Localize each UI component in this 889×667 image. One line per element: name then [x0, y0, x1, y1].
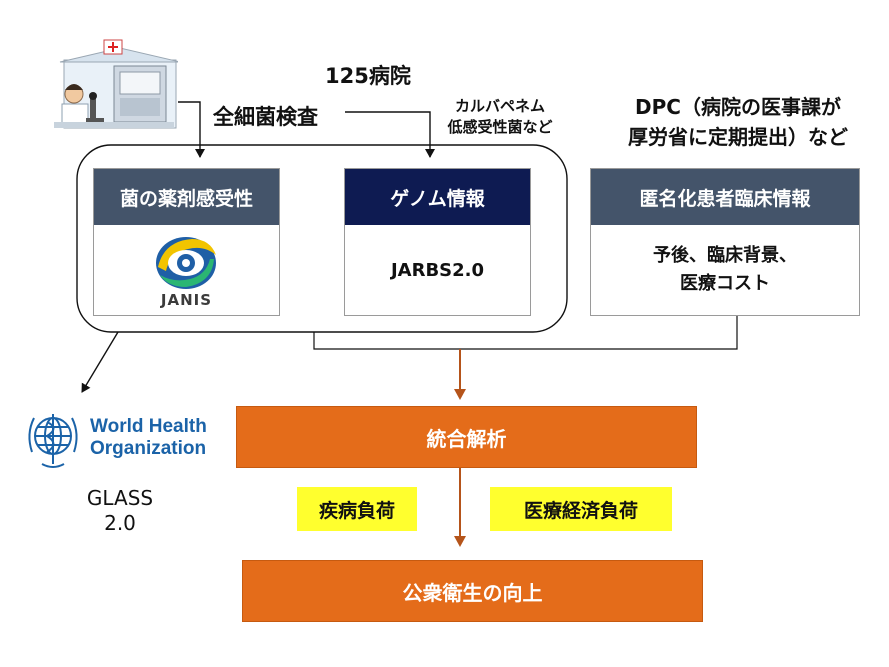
susceptibility-header: 菌の薬剤感受性: [94, 169, 279, 225]
whole-genome-testing-label: 全細菌検査: [213, 105, 318, 129]
dpc-line1: DPC（病院の医事課が: [635, 95, 841, 119]
who-logo: World Health Organization: [20, 408, 220, 474]
who-name: World Health Organization: [90, 416, 207, 460]
susceptibility-panel: 菌の薬剤感受性 JANIS: [93, 168, 280, 316]
clinical-panel: 匿名化患者臨床情報 予後、臨床背景、 医療コスト: [590, 168, 860, 316]
hospitals-count: 125病院: [325, 64, 411, 88]
glass-label: GLASS 2.0: [70, 486, 170, 536]
janis-logo: JANIS: [94, 225, 279, 315]
who-emblem-icon: [28, 414, 78, 468]
genome-panel: ゲノム情報 JARBS2.0: [344, 168, 531, 316]
target-bacteria-line2: 低感受性菌など: [447, 118, 553, 136]
merge-bracket: [313, 316, 738, 350]
clinical-header: 匿名化患者臨床情報: [591, 169, 859, 225]
arrow-wgs-to-genome: [345, 111, 435, 158]
janis-logo-text: JANIS: [160, 291, 213, 309]
who-name-line2: Organization: [90, 438, 207, 459]
public-health-box: 公衆衛生の向上: [242, 560, 703, 622]
integrated-analysis-box: 統合解析: [236, 406, 697, 468]
clinical-line1: 予後、臨床背景、: [653, 245, 797, 266]
genome-header: ゲノム情報: [345, 169, 530, 225]
clinical-line2: 医療コスト: [680, 273, 770, 294]
dpc-label: DPC（病院の医事課が 厚労省に定期提出）など: [598, 92, 878, 152]
disease-burden-label: 疾病負荷: [297, 487, 417, 531]
glass-line2: 2.0: [104, 511, 136, 535]
target-bacteria-line1: カルバペネム: [454, 97, 545, 115]
target-bacteria-label: カルバペネム 低感受性菌など: [430, 96, 570, 138]
lab-illustration: [50, 38, 181, 130]
who-name-line1: World Health: [90, 416, 207, 437]
economic-burden-label: 医療経済負荷: [490, 487, 672, 531]
dpc-line2: 厚労省に定期提出）など: [628, 125, 848, 149]
glass-line1: GLASS: [86, 486, 154, 510]
hospital-data-container: [76, 144, 568, 333]
arrow-lab-to-susceptibility: [178, 101, 205, 158]
arrow-to-who: [81, 331, 119, 393]
genome-content: JARBS2.0: [390, 259, 485, 281]
clinical-content: 予後、臨床背景、 医療コスト: [591, 225, 859, 315]
